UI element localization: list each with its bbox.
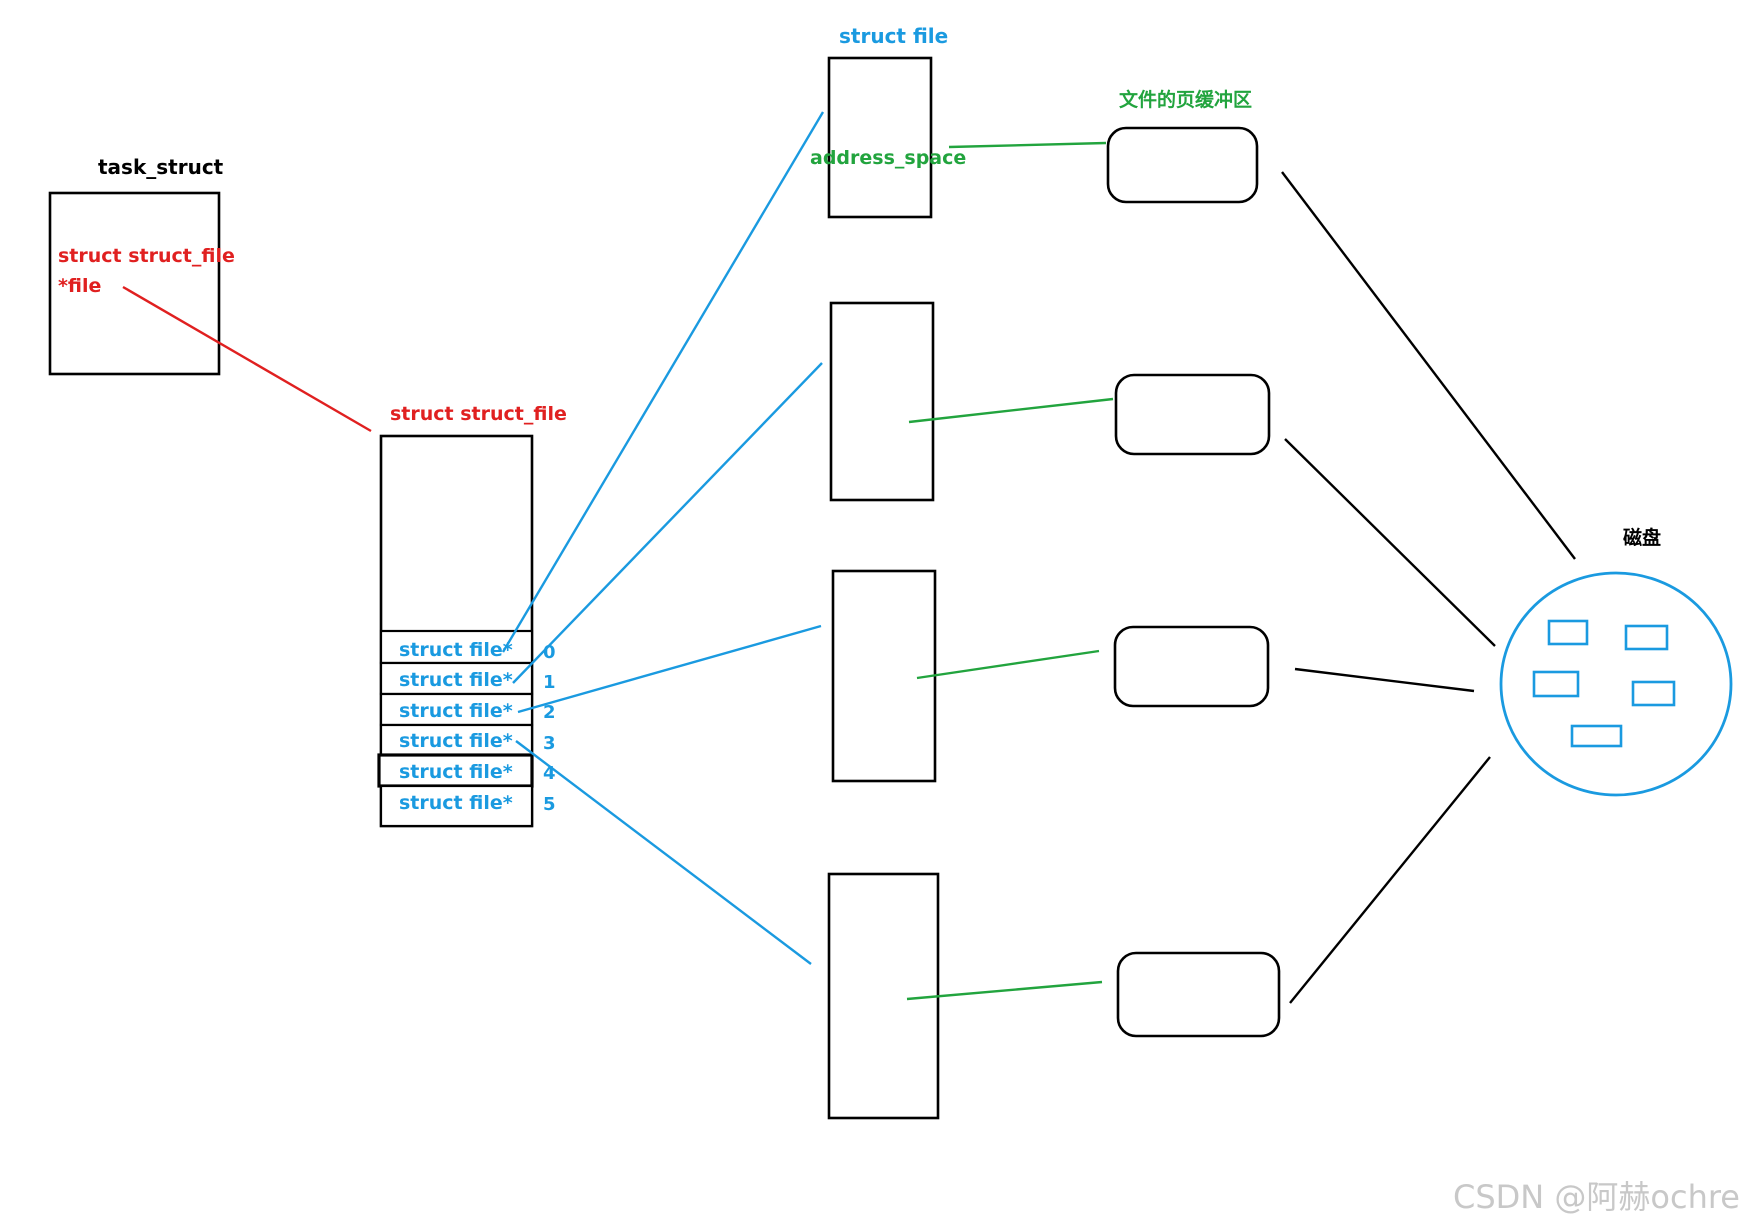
fd-table-title: struct struct_file — [390, 403, 567, 425]
task-struct-field-line2: *file — [58, 275, 101, 297]
task-struct-box — [48, 191, 221, 376]
disk-block — [1547, 619, 1589, 646]
address-space-line-3 — [916, 649, 1100, 680]
file-pointer-line — [122, 285, 372, 433]
struct-file-box-2 — [829, 301, 935, 502]
disk-block — [1570, 724, 1623, 748]
watermark: CSDN @阿赫ochre — [1453, 1178, 1740, 1216]
page-cache-title: 文件的页缓冲区 — [1119, 88, 1252, 111]
fd-slot-label: struct file* — [399, 700, 513, 722]
fd0-pointer-line — [501, 111, 825, 653]
disk-blocks — [1532, 619, 1676, 748]
fd-slot-label: struct file* — [399, 761, 513, 783]
page-cache-box-1 — [1106, 126, 1259, 204]
task-struct-title: task_struct — [98, 155, 224, 179]
fd-slot-label: struct file* — [399, 730, 513, 752]
fd-table-slots: struct file* struct file* struct file* s… — [377, 629, 556, 828]
fd1-pointer-line — [512, 362, 823, 684]
fd-slot-2 — [379, 692, 534, 727]
fd-index: 5 — [543, 794, 556, 815]
page-cache-box-3 — [1113, 625, 1270, 708]
fd-index: 3 — [543, 733, 556, 754]
fd-index: 2 — [543, 702, 556, 723]
struct-file-box-1 — [827, 56, 933, 219]
page-cache-box-2 — [1114, 373, 1271, 456]
disk-block — [1631, 680, 1676, 707]
disk-block — [1624, 624, 1669, 651]
fd-slot-5 — [379, 784, 534, 828]
struct-file-box-3 — [831, 569, 937, 783]
struct-file-title: struct file — [839, 24, 948, 48]
disk-link-line-2 — [1284, 438, 1496, 647]
task-struct-field-line1: struct struct_file — [58, 245, 235, 267]
fd-slot-3 — [379, 723, 534, 757]
page-cache-box-4 — [1116, 951, 1281, 1038]
address-space-line-2 — [908, 397, 1114, 424]
disk-link-line-4 — [1289, 756, 1491, 1004]
fd3-pointer-line — [515, 740, 812, 965]
fd2-pointer-line — [517, 624, 822, 714]
address-space-line-1 — [948, 141, 1107, 149]
disk-title: 磁盘 — [1623, 526, 1661, 549]
fd-slot-label: struct file* — [399, 792, 513, 814]
disk-link-line-1 — [1281, 171, 1576, 560]
address-space-label: address_space — [810, 147, 966, 169]
struct-file-box-4 — [827, 872, 940, 1120]
disk-link-line-3 — [1294, 667, 1475, 693]
fd-slot-label: struct file* — [399, 669, 513, 691]
fd-slot-label: struct file* — [399, 639, 513, 661]
disk-block — [1532, 670, 1580, 698]
address-space-line-4 — [906, 980, 1103, 1001]
fd-index: 1 — [543, 672, 556, 693]
fd-slot-4 — [377, 753, 534, 788]
